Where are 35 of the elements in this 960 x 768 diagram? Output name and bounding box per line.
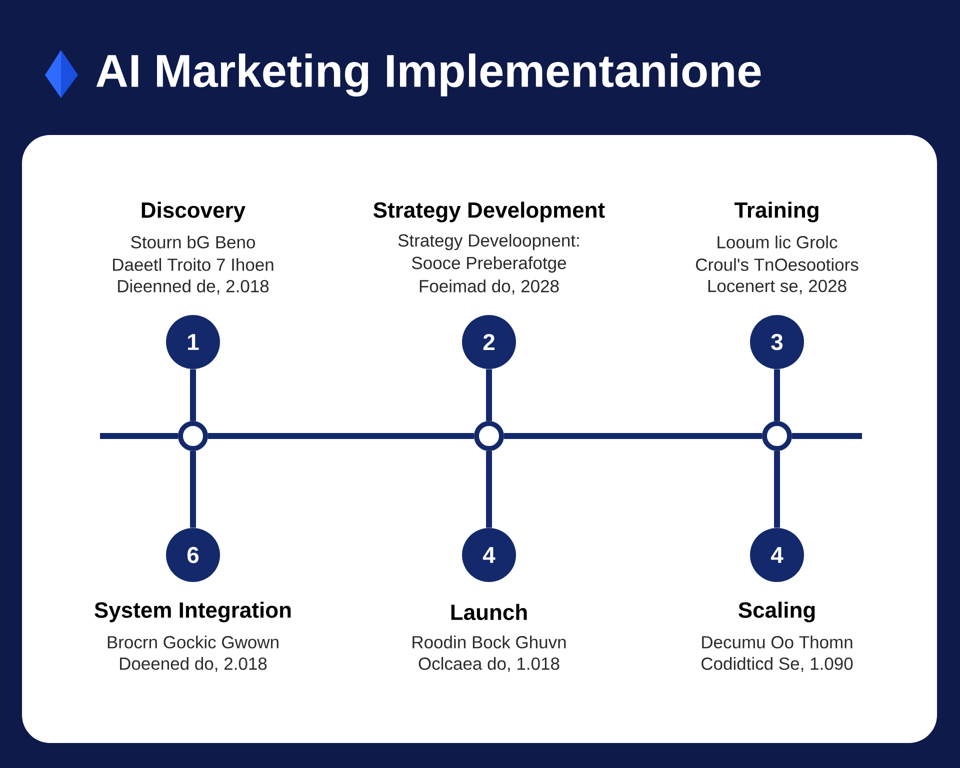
milestone-description: Looum lic Grolc xyxy=(718,236,838,248)
milestone-heading: Launch xyxy=(451,604,527,620)
connector-line xyxy=(190,451,196,528)
timeline-line xyxy=(208,433,474,439)
milestone-heading: Training xyxy=(734,202,818,222)
milestone-description: Foeimad do, 2028 xyxy=(420,280,559,294)
milestone-description: Roodin Bock Ghuvn xyxy=(412,636,566,648)
title: AI Marketing Implementanione xyxy=(96,53,761,97)
milestone-heading: Strategy Development xyxy=(374,202,605,222)
timeline-line xyxy=(504,433,762,439)
milestone-description: Daeetl Troito 7 Ihoen xyxy=(113,258,274,271)
milestone-description: Doeened do, 2.018 xyxy=(120,657,267,672)
milestone-heading: Discovery xyxy=(142,202,246,222)
connector-line xyxy=(190,369,196,421)
milestone-description: Stourn bG Beno xyxy=(131,236,255,248)
milestone-description: Locenert se, 2028 xyxy=(708,280,846,294)
connector-line xyxy=(486,451,492,528)
milestone-heading: Scaling xyxy=(738,602,815,622)
milestone-description: Dieenned de, 2.018 xyxy=(118,280,269,294)
junction-ring xyxy=(474,421,504,451)
timeline-line xyxy=(100,433,178,439)
milestone-description: Oclcaea do, 1.018 xyxy=(418,657,560,672)
junction-ring xyxy=(178,421,208,451)
milestone-description: Decumu Oo Thomn xyxy=(702,636,852,648)
connector-line xyxy=(486,369,492,421)
milestone-description: Strategy Develoopnent: xyxy=(398,234,579,250)
milestone-description: Codidticd Se, 1.090 xyxy=(702,657,853,672)
junction-ring xyxy=(762,421,792,451)
milestone-description: Brocrn Gockic Gwown xyxy=(108,636,278,648)
connector-line xyxy=(774,369,780,421)
timeline-line xyxy=(792,433,862,439)
milestone-heading: System Integration xyxy=(94,602,291,622)
connector-line xyxy=(774,451,780,528)
milestone-description: Sooce Preberafotge xyxy=(412,256,566,273)
milestone-description: Croul's TnOesootiors xyxy=(696,258,858,271)
